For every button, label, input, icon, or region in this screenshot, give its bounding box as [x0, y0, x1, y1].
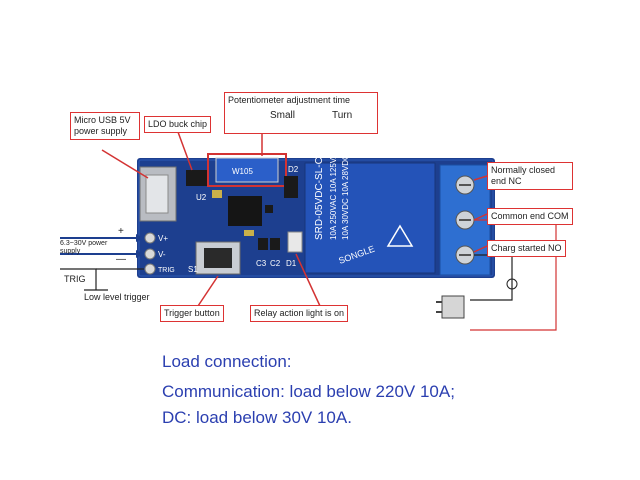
callout-line-usb — [101, 149, 149, 179]
callout-ldo-text: LDO buck chip — [148, 119, 208, 129]
micro-usb-slot — [145, 174, 169, 214]
callout-line-trigger — [197, 275, 219, 307]
callout-relay-light: Relay action light is on — [250, 305, 349, 322]
power-supply-label: 6.3~30V power supply — [60, 240, 120, 256]
callout-line-nc — [473, 175, 488, 181]
load-bulb-icon — [506, 278, 518, 290]
callout-micro-usb-text: Micro USB 5V power supply — [74, 115, 131, 136]
callout-line-ldo — [177, 131, 193, 171]
diode-d2 — [284, 176, 298, 198]
pot-highlight-box — [207, 153, 287, 187]
pot-title-text: Potentiometer adjustment time — [228, 95, 351, 105]
arrowhead-vminus — [136, 250, 144, 258]
trigger-button-cap — [204, 248, 232, 268]
relay-model: SRD-05VDC-SL-C — [314, 157, 325, 240]
arrowhead-vplus — [136, 234, 144, 242]
callout-no-text: Charg started NO — [491, 243, 562, 253]
c3-label: C3 — [256, 259, 267, 268]
smd-component-2 — [244, 230, 254, 236]
trig-label: TRIG — [64, 274, 86, 284]
callout-trigger-text: Trigger button — [164, 308, 220, 318]
relay-body — [304, 162, 436, 274]
pot-code: W105 — [232, 167, 253, 176]
capacitor-small-1 — [212, 190, 222, 198]
relay-warning-icon — [386, 224, 414, 247]
load-plug-icon — [441, 295, 465, 319]
callout-line-no — [473, 245, 488, 253]
callout-no: Charg started NO — [487, 240, 566, 257]
callout-line-relay-led — [295, 253, 321, 307]
caption-line-2: Communication: load below 220V 10A; — [162, 382, 455, 401]
callout-trigger-button: Trigger button — [160, 305, 224, 322]
caption-line-3: DC: load below 30V 10A. — [162, 408, 352, 427]
callout-nc: Normally closed end NC — [487, 162, 573, 190]
pin-label-vminus: V- — [158, 250, 166, 259]
power-supply-text: 6.3~30V power supply — [60, 240, 108, 255]
capacitor-c2 — [270, 238, 280, 250]
pin-hole-vplus — [144, 232, 156, 244]
smd-component-1 — [265, 205, 273, 213]
callout-com: Common end COM — [487, 208, 573, 225]
callout-com-text: Common end COM — [491, 211, 569, 221]
d1-label: D1 — [286, 259, 297, 268]
relay-rating-1: 10A 250VAC 10A 125VAC — [329, 147, 338, 240]
low-level-text: Low level trigger — [84, 292, 150, 302]
callout-relay-light-text: Relay action light is on — [254, 308, 345, 318]
ldo-chip — [186, 170, 208, 186]
c2-label: C2 — [270, 259, 281, 268]
pin-label-trig: TRIG — [158, 267, 175, 274]
callout-ldo: LDO buck chip — [144, 116, 212, 133]
d2-label: D2 — [288, 165, 299, 174]
pin-label-vplus: V+ — [158, 234, 168, 243]
pin-hole-vminus — [144, 248, 156, 260]
relay-rating-2: 10A 30VDC 10A 28VDC — [341, 154, 350, 240]
minus-sign: — — [116, 254, 126, 265]
u2-label: U2 — [196, 193, 207, 202]
low-level-label: Low level trigger — [84, 292, 150, 302]
s1-label: S1 — [188, 265, 198, 274]
pot-turn-text: Turn — [332, 110, 353, 121]
relay-led — [287, 231, 303, 253]
pot-small-text: Small — [270, 110, 296, 121]
relay-text-group: SRD-05VDC-SL-C 10A 250VAC 10A 125VAC 10A… — [314, 147, 350, 240]
pin-hole-trig — [144, 263, 156, 275]
callout-potentiometer: Potentiometer adjustment time Small Turn — [224, 92, 378, 134]
plus-sign: + — [118, 226, 124, 237]
callout-micro-usb: Micro USB 5V power supply — [70, 112, 140, 140]
callout-nc-text: Normally closed end NC — [491, 165, 556, 186]
capacitor-c3 — [258, 238, 268, 250]
potentiometer — [215, 157, 279, 183]
caption-line-1: Load connection: — [162, 352, 292, 371]
timer-ic — [228, 196, 262, 226]
callout-line-com — [473, 213, 488, 221]
trig-text: TRIG — [64, 274, 86, 284]
